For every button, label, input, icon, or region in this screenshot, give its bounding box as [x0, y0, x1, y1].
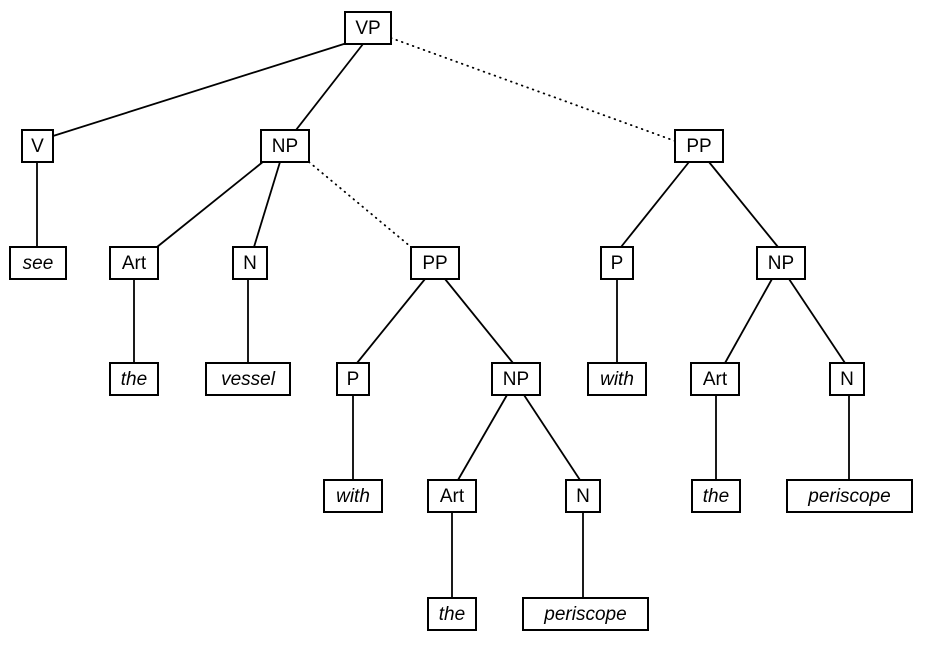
tree-node-p_mid[interactable]: P: [336, 362, 370, 396]
tree-edge-np1-n1: [253, 161, 281, 248]
tree-node-pp_right[interactable]: PP: [674, 129, 724, 163]
node-box-see: [9, 246, 67, 280]
tree-edge-pp-mid-p-mid: [356, 278, 426, 364]
tree-node-pp_mid[interactable]: PP: [410, 246, 460, 280]
tree-node-np1[interactable]: NP: [260, 129, 310, 163]
tree-node-p_right[interactable]: P: [600, 246, 634, 280]
node-label-n2: N: [576, 486, 590, 507]
tree-edge-np-right-n: [788, 278, 846, 364]
node-box-p_mid: [336, 362, 370, 396]
tree-edge-vp-v: [52, 42, 348, 137]
node-label-the2: the: [439, 604, 465, 625]
node-box-the2: [427, 597, 477, 631]
tree-edge-np1-art1: [156, 160, 265, 248]
node-box-vessel: [205, 362, 291, 396]
node-label-the_r: the: [703, 486, 729, 507]
node-box-art2: [427, 479, 477, 513]
node-label-with_m: with: [336, 486, 370, 507]
tree-node-the2[interactable]: the: [427, 597, 477, 631]
node-box-n1: [232, 246, 268, 280]
node-box-np_mid: [491, 362, 541, 396]
tree-node-persc_r[interactable]: periscope: [786, 479, 913, 513]
tree-node-art1[interactable]: Art: [109, 246, 159, 280]
tree-edge-np-right-art: [724, 278, 773, 364]
tree-edge-pp-right-np: [708, 161, 779, 248]
node-box-persc_m: [522, 597, 649, 631]
tree-edge-np-mid-art2: [457, 394, 508, 481]
node-label-the1: the: [121, 369, 147, 390]
node-label-persc_m: periscope: [543, 604, 626, 625]
node-box-pp_mid: [410, 246, 460, 280]
tree-node-art_right[interactable]: Art: [690, 362, 740, 396]
tree-node-n_right[interactable]: N: [829, 362, 865, 396]
tree-node-vp[interactable]: VP: [344, 11, 392, 45]
node-box-np_right: [756, 246, 806, 280]
node-label-n1: N: [243, 253, 257, 274]
tree-edge-np1-pp-mid: [308, 161, 412, 248]
tree-edge-pp-right-p: [620, 161, 690, 248]
tree-edge-vp-np1: [295, 43, 364, 131]
node-box-the1: [109, 362, 159, 396]
tree-node-np_right[interactable]: NP: [756, 246, 806, 280]
node-box-v: [21, 129, 54, 163]
node-label-with_r: with: [600, 369, 634, 390]
node-label-persc_r: periscope: [807, 486, 890, 507]
node-box-art1: [109, 246, 159, 280]
tree-edge-np-mid-n2: [523, 394, 581, 481]
tree-node-with_m[interactable]: with: [323, 479, 383, 513]
tree-node-n1[interactable]: N: [232, 246, 268, 280]
node-box-p_right: [600, 246, 634, 280]
node-box-the_r: [691, 479, 741, 513]
node-label-pp_mid: PP: [422, 253, 447, 274]
tree-node-the_r[interactable]: the: [691, 479, 741, 513]
node-box-vp: [344, 11, 392, 45]
node-label-np_right: NP: [768, 253, 794, 274]
node-label-n_right: N: [840, 369, 854, 390]
node-box-pp_right: [674, 129, 724, 163]
tree-edge-vp-pp-right: [390, 37, 676, 142]
tree-node-np_mid[interactable]: NP: [491, 362, 541, 396]
node-label-art1: Art: [122, 253, 147, 274]
node-box-np1: [260, 129, 310, 163]
tree-node-with_r[interactable]: with: [587, 362, 647, 396]
node-label-art_right: Art: [703, 369, 728, 390]
node-box-with_m: [323, 479, 383, 513]
node-box-n_right: [829, 362, 865, 396]
node-label-v: V: [31, 136, 44, 157]
node-label-p_right: P: [611, 253, 624, 274]
node-label-vp: VP: [355, 18, 380, 39]
tree-node-v[interactable]: V: [21, 129, 54, 163]
tree-node-see[interactable]: see: [9, 246, 67, 280]
node-label-pp_right: PP: [686, 136, 711, 157]
tree-node-persc_m[interactable]: periscope: [522, 597, 649, 631]
node-label-np_mid: NP: [503, 369, 529, 390]
tree-node-vessel[interactable]: vessel: [205, 362, 291, 396]
node-box-n2: [565, 479, 601, 513]
node-box-persc_r: [786, 479, 913, 513]
node-label-p_mid: P: [347, 369, 360, 390]
tree-edge-pp-mid-np-mid: [444, 278, 514, 364]
node-label-vessel: vessel: [221, 369, 276, 390]
tree-node-the1[interactable]: the: [109, 362, 159, 396]
tree-node-n2[interactable]: N: [565, 479, 601, 513]
tree-node-art2[interactable]: Art: [427, 479, 477, 513]
node-label-art2: Art: [440, 486, 465, 507]
node-box-with_r: [587, 362, 647, 396]
edge-layer: [36, 37, 850, 598]
node-box-art_right: [690, 362, 740, 396]
node-label-see: see: [23, 253, 54, 274]
node-label-np1: NP: [272, 136, 298, 157]
